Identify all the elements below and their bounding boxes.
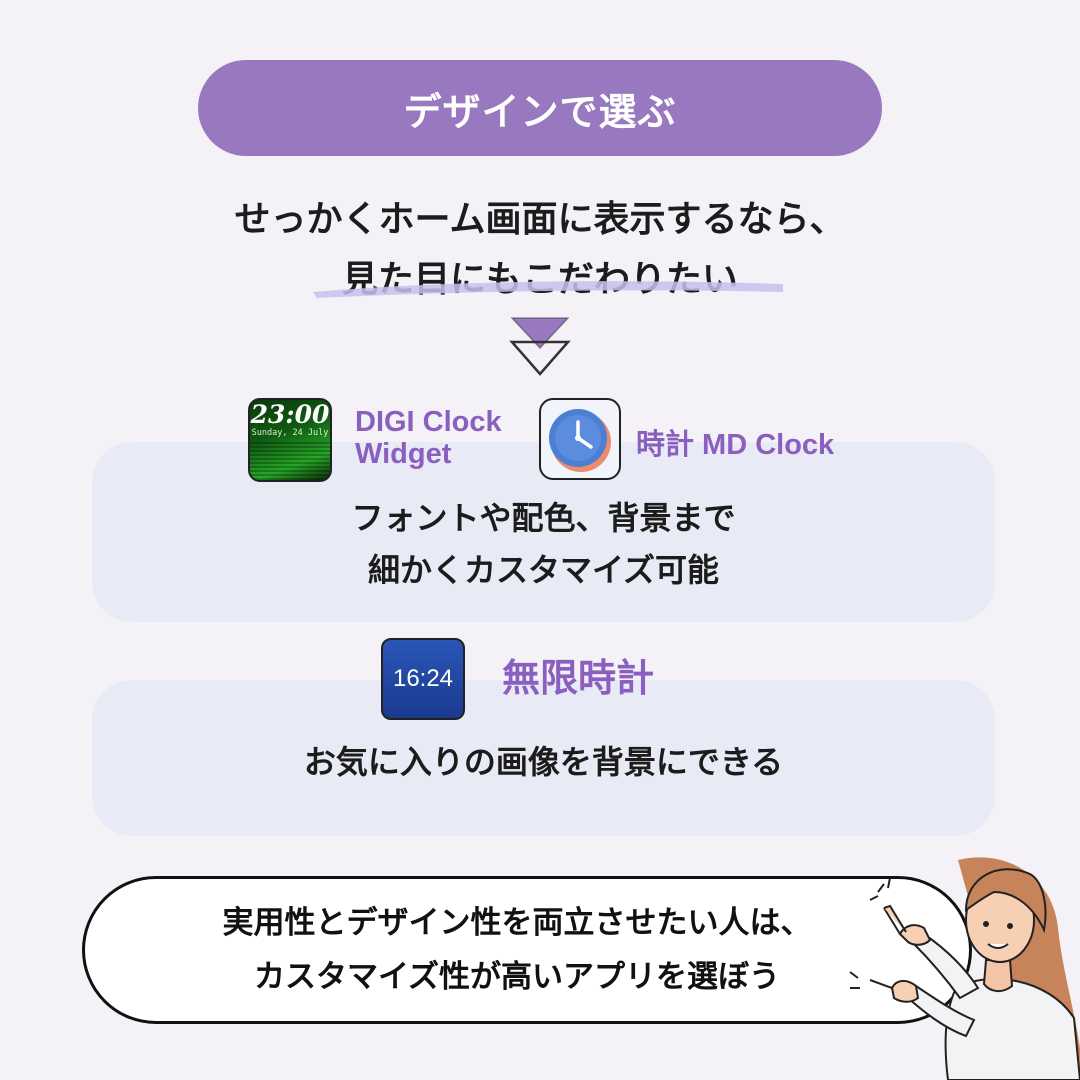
inf-icon-time: 16:24 xyxy=(392,665,454,692)
conclusion-line-1: 実用性とデザイン性を両立させたい人は、 xyxy=(222,905,812,941)
intro-line-1: せっかくホーム画面に表示するなら、 xyxy=(234,199,846,240)
analog-clock-icon xyxy=(539,398,621,480)
card-1-line-1: フォントや配色、背景まで xyxy=(351,499,736,537)
blue-clock-icon: 16:24 xyxy=(381,638,465,720)
app-name-mugen-clock: 無限時計 xyxy=(502,656,655,700)
feature-card-2: お気に入りの画像を背景にできる xyxy=(92,680,995,836)
app-name-digi-line-2: Widget xyxy=(355,438,452,470)
conclusion-text: 実用性とデザイン性を両立させたい人は、 カスタマイズ性が高いアプリを選ぼう xyxy=(82,896,952,1004)
card-2-line-1: お気に入りの画像を背景にできる xyxy=(303,743,784,781)
speech-bubble xyxy=(82,876,972,1024)
pointing-woman-illustration xyxy=(849,857,1080,1080)
section-title: デザインで選ぶ xyxy=(403,89,677,134)
conclusion-line-2: カスタマイズ性が高いアプリを選ぼう xyxy=(253,959,781,995)
intro-text: せっかくホーム画面に表示するなら、 見た目にもこだわりたい xyxy=(0,190,1080,310)
digi-icon-date: Sunday, 24 July xyxy=(251,428,329,438)
scanlines xyxy=(250,442,330,480)
digital-clock-icon: 23:00 Sunday, 24 July xyxy=(248,398,332,482)
app-name-md-clock: 時計 MD Clock xyxy=(636,429,835,461)
digi-icon-time: 23:00 xyxy=(250,400,330,429)
highlight-underline xyxy=(313,281,783,298)
down-arrows-icon xyxy=(509,317,571,376)
app-name-digi-clock: DIGI Clock Widget xyxy=(355,406,502,470)
app-name-digi-line-1: DIGI Clock xyxy=(355,406,502,438)
card-1-line-2: 細かくカスタマイズ可能 xyxy=(367,551,720,589)
section-title-pill: デザインで選ぶ xyxy=(198,60,882,156)
